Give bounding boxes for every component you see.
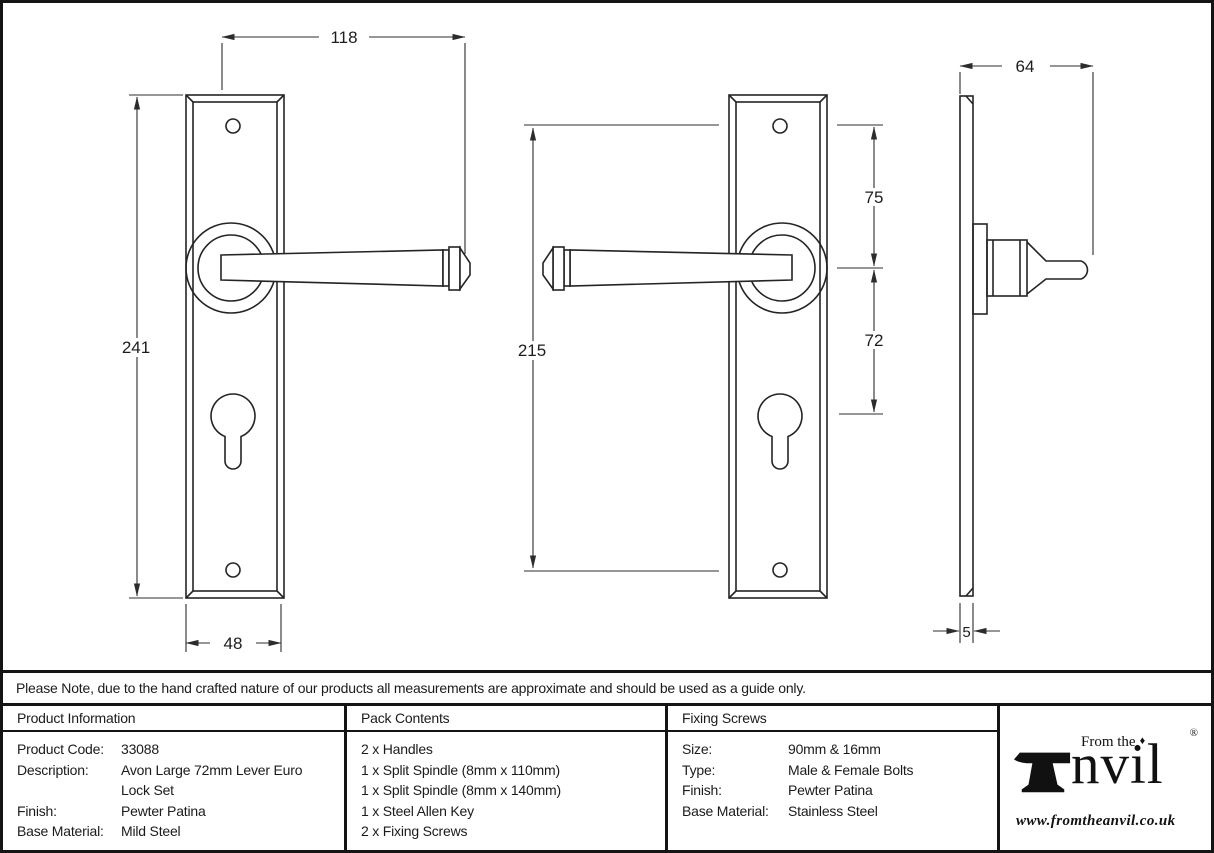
spec-value: 90mm & 16mm [788,741,881,757]
spec-value: 33088 [121,741,159,757]
pack-item: 2 x Handles [361,741,433,757]
dimension-72: 72 [855,269,893,413]
pack-item: 1 x Split Spindle (8mm x 110mm) [361,761,560,778]
spec-row: Product Code: 33088 [17,739,340,760]
pack-contents-column: Pack Contents 2 x Handles 1 x Split Spin… [347,706,668,850]
product-information-column: Product Information Product Code: 33088 … [3,706,347,850]
lever-handle [220,249,444,287]
spec-label: Base Material: [682,802,769,819]
spec-value: Male & Female Bolts [788,761,914,778]
logo-column: From the♦ ® nvil www.fromtheanvil.co.uk [1000,706,1211,850]
spec-value: Avon Large 72mm Lever Euro Lock Set [121,761,303,799]
spec-label: Size: [682,741,713,757]
spec-label: Type: [682,761,716,778]
logo-website: www.fromtheanvil.co.uk [1016,813,1176,829]
fixing-screws-column: Fixing Screws Size: 90mm & 16mm Type: Ma… [668,706,1000,850]
dim-label-screw-centres: 215 [518,341,546,360]
dim-label-height: 241 [122,338,150,357]
spec-label: Description: [17,761,89,778]
dim-label-plate-width: 48 [224,634,243,653]
from-the-anvil-logo: From the♦ ® nvil www.fromtheanvil.co.uk [1014,727,1200,830]
screw-hole-top [225,118,241,134]
dimension-241: 241 [110,94,183,599]
front-view-drawing [185,94,471,599]
spec-label: Finish: [17,802,57,819]
dimension-48: 48 [185,604,282,653]
spec-label: Product Code: [17,741,104,757]
dim-label-screw-to-lever: 75 [865,188,884,207]
technical-drawings: 118 241 48 215 [3,3,1211,670]
anvil-icon [1014,752,1071,793]
side-view-drawing [959,95,1089,597]
pack-item: 1 x Steel Allen Key [361,802,474,819]
spec-table: Product Information Product Code: 33088 … [3,706,1211,850]
pack-item: 2 x Fixing Screws [361,823,468,839]
dimension-64: 64 [959,56,1094,255]
spec-value: Mild Steel [121,823,181,839]
spec-label: Finish: [682,782,722,798]
dimension-118: 118 [221,27,466,254]
spec-value: Pewter Patina [788,782,873,798]
lever-side [1026,241,1089,295]
spec-row: Description: Avon Large 72mm Lever Euro … [17,760,340,801]
spec-row: Base Material: Mild Steel [17,821,340,842]
spec-label: Base Material: [17,823,104,839]
dimension-215: 215 [506,124,719,572]
drawings-svg: 118 241 48 215 [110,27,1094,653]
spec-value: Pewter Patina [121,802,206,819]
product-information-header: Product Information [3,706,344,732]
diamond-icon: ♦ [1139,735,1146,747]
lever-boss-side [986,239,1028,297]
reverse-view-drawing [542,94,828,599]
spec-row: Size: 90mm & 16mm [682,739,993,760]
logo-brand-text: nvil [1071,733,1164,796]
fixing-screws-header: Fixing Screws [668,706,997,732]
spec-row: Finish: Pewter Patina [17,801,340,822]
note-text: Please Note, due to the hand crafted nat… [16,680,806,696]
registered-mark: ® [1189,727,1198,739]
note-box: Please Note, due to the hand crafted nat… [3,670,1211,706]
dimension-75: 75 [837,124,893,415]
spec-row: Base Material: Stainless Steel [682,801,993,822]
dim-label-lever-to-cylinder: 72 [865,331,884,350]
spec-value: Stainless Steel [788,802,878,819]
dimension-5: 5 [933,603,1000,643]
pack-contents-header: Pack Contents [347,706,665,732]
dim-label-width: 118 [330,28,357,47]
rose-side [972,223,988,315]
dim-label-projection: 64 [1016,57,1035,76]
spec-row: Type: Male & Female Bolts [682,760,993,781]
spec-row: Finish: Pewter Patina [682,780,993,801]
euro-cylinder-keyhole [210,393,256,470]
logo-tagline: From the♦ [1081,734,1146,750]
pack-item: 1 x Split Spindle (8mm x 140mm) [361,782,561,798]
screw-hole-bottom [225,562,241,578]
dim-label-plate-thickness: 5 [962,624,970,641]
